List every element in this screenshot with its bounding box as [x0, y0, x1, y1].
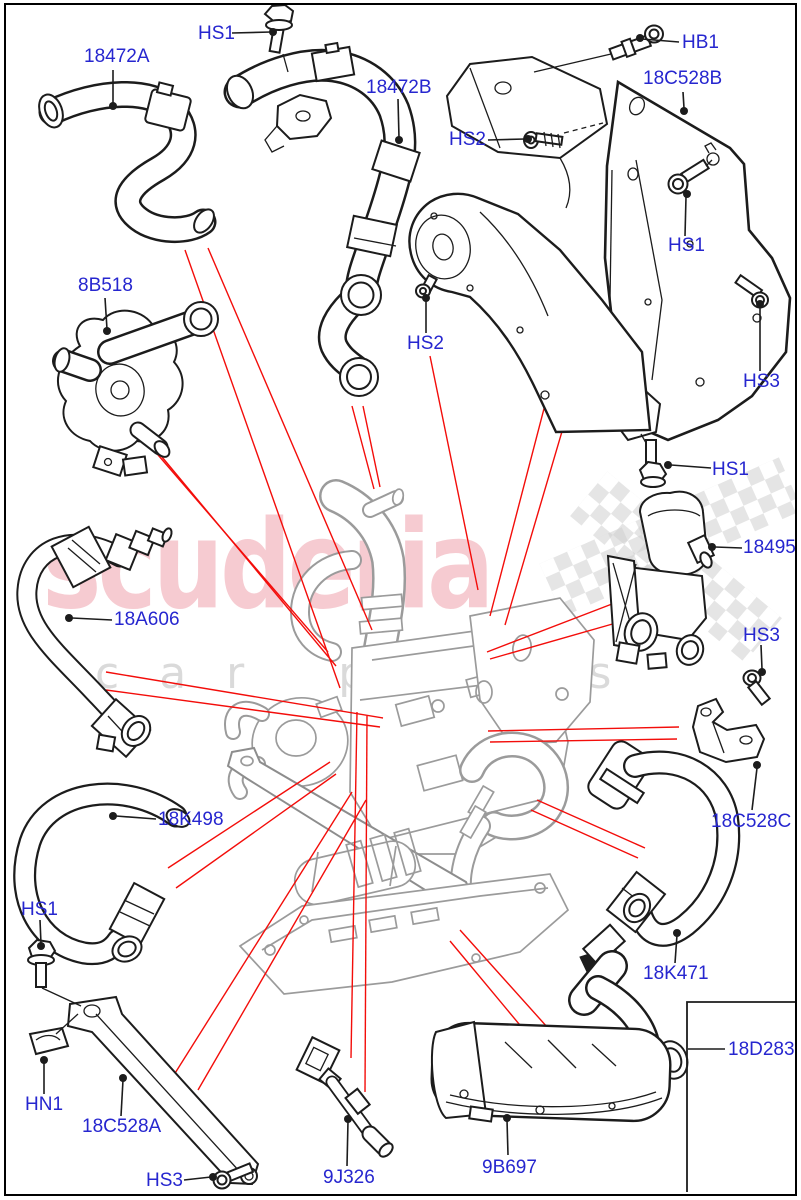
callout-leader-lines: [37, 28, 766, 1181]
callout-hb1: HB1: [682, 32, 719, 53]
part-screw-hs3-mid: [742, 669, 772, 707]
part-valve-18495: [606, 490, 716, 670]
callout-9b697: 9B697: [482, 1157, 537, 1178]
part-hose-18472a: [38, 81, 217, 244]
callout-18k498: 18K498: [158, 809, 224, 830]
callout-hs1-mid: HS1: [668, 235, 705, 256]
callout-hs2-left: HS2: [407, 333, 444, 354]
callout-hs2-top: HS2: [449, 129, 486, 150]
callout-18472a: 18472A: [84, 46, 150, 67]
callout-18c528a: 18C528A: [82, 1116, 162, 1137]
callout-18495: 18495: [743, 537, 796, 558]
group-bracket-18d283: [686, 1001, 795, 1192]
part-bracket-18c528c: [691, 697, 766, 764]
callout-hs3-bottom: HS3: [146, 1170, 183, 1191]
callout-18k471: 18K471: [643, 963, 709, 984]
callout-hs3-mid: HS3: [743, 625, 780, 646]
callout-18472b: 18472B: [366, 77, 432, 98]
part-hose-18k498: [13, 782, 191, 966]
callout-8b518: 8B518: [78, 275, 133, 296]
callout-hs1-top: HS1: [198, 23, 235, 44]
callout-18c528c: 18C528C: [711, 811, 792, 832]
callout-hs1-low: HS1: [712, 459, 749, 480]
callout-hs1-bottom: HS1: [21, 899, 58, 920]
part-strap-18c528a: [27, 938, 260, 1190]
callout-18a606: 18A606: [114, 609, 180, 630]
diagram-border: [4, 3, 797, 1196]
part-muffler-9b697: [430, 923, 689, 1123]
part-hose-18a606: [16, 525, 173, 759]
callout-18d283: 18D283: [728, 1039, 795, 1060]
part-hose-18k471: [587, 740, 741, 947]
part-pump-8b518: [52, 301, 219, 478]
callout-hn1: HN1: [25, 1094, 64, 1115]
part-fuel-line-9j326: [295, 1035, 394, 1158]
callout-9j326: 9J326: [323, 1167, 375, 1188]
part-pipe-18472b: [223, 3, 421, 397]
part-bracket-18c528b: [408, 24, 792, 488]
callout-hs3-right: HS3: [743, 371, 780, 392]
central-heater-assembly: [224, 479, 595, 995]
callout-18c528b: 18C528B: [643, 68, 723, 89]
